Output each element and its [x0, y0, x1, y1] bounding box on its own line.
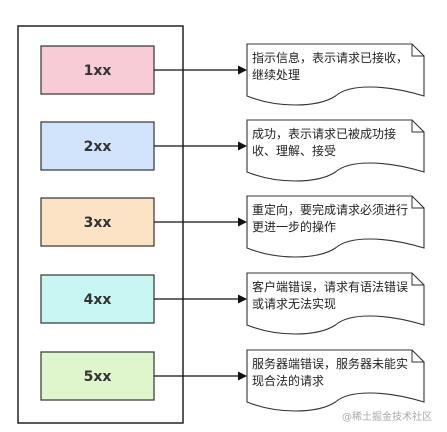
note-text-3xx-line1: 重定向，要完成请求必须进行: [252, 202, 408, 217]
status-box-5xx: [40, 351, 155, 401]
status-code-5xx: 5xx: [84, 369, 112, 385]
note-text-3xx-line2: 更进一步的操作: [252, 219, 336, 234]
note-3xx: [246, 195, 425, 258]
status-code-4xx: 4xx: [84, 292, 112, 308]
note-5xx: [246, 349, 425, 412]
note-text-2xx-line2: 收、理解、接受: [252, 143, 336, 158]
status-code-3xx: 3xx: [84, 215, 112, 231]
status-box-3xx: [40, 197, 155, 247]
note-text-5xx-line1: 服务器端错误，服务器未能实: [252, 356, 408, 371]
status-code-1xx: 1xx: [84, 63, 112, 79]
note-text-5xx-line2: 现合法的请求: [252, 373, 324, 388]
note-2xx: [246, 119, 425, 182]
note-1xx: [246, 43, 425, 106]
note-text-4xx-line1: 客户端错误，请求有语法错误: [252, 279, 408, 294]
note-fold-4xx: [411, 273, 424, 286]
note-fold-1xx: [411, 44, 424, 57]
status-code-2xx: 2xx: [84, 139, 112, 155]
note-fold-5xx: [411, 350, 424, 363]
note-fold-2xx: [411, 120, 424, 133]
status-box-4xx: [40, 274, 155, 324]
note-4xx: [246, 272, 425, 335]
note-text-1xx-line2: 继续处理: [252, 68, 300, 82]
note-fold-3xx: [411, 196, 424, 209]
note-text-4xx-line2: 或请求无法实现: [252, 296, 336, 311]
status-box-1xx: [40, 45, 155, 95]
note-text-2xx-line1: 成功，表示请求已被成功接: [252, 126, 396, 141]
note-text-1xx-line1: 指示信息，表示请求已接收，: [252, 50, 408, 65]
watermark: @稀土掘金技术社区: [342, 410, 432, 423]
